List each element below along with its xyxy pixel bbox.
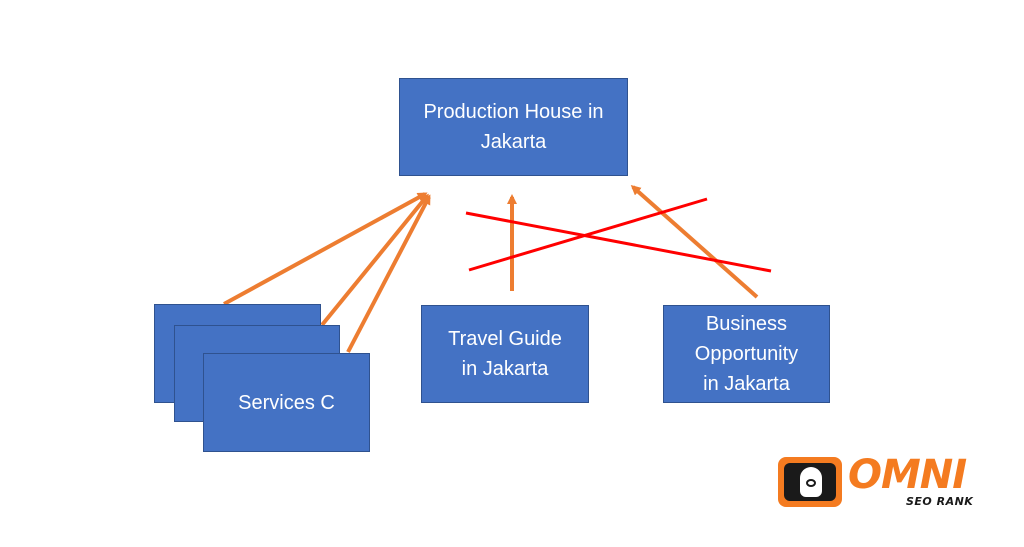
cross-line-2 xyxy=(468,197,708,272)
arrow-services-3 xyxy=(346,194,431,353)
node-travel-guide: Travel Guide in Jakarta xyxy=(421,305,589,403)
omni-seo-rank-logo: OMNI SEO RANK xyxy=(778,453,988,513)
node-business-opportunity: Business Opportunity in Jakarta xyxy=(663,305,830,403)
logo-tagline: SEO RANK xyxy=(906,495,974,508)
cross-line-1 xyxy=(465,211,772,273)
arrow-business xyxy=(630,185,759,299)
node-production-house-label: Production House in Jakarta xyxy=(423,101,604,153)
logo-wordmark: OMNI xyxy=(848,452,967,498)
node-production-house: Production House in Jakarta xyxy=(399,78,628,176)
node-travel-guide-label: Travel Guide in Jakarta xyxy=(448,328,562,380)
node-services-label: Services C xyxy=(238,391,335,414)
node-business-label: Business Opportunity in Jakarta xyxy=(694,313,799,395)
node-services-front: Services C xyxy=(203,353,370,452)
arrow-services-1 xyxy=(223,192,428,306)
arrow-services-2 xyxy=(320,193,429,327)
mascot-icon xyxy=(778,457,842,507)
